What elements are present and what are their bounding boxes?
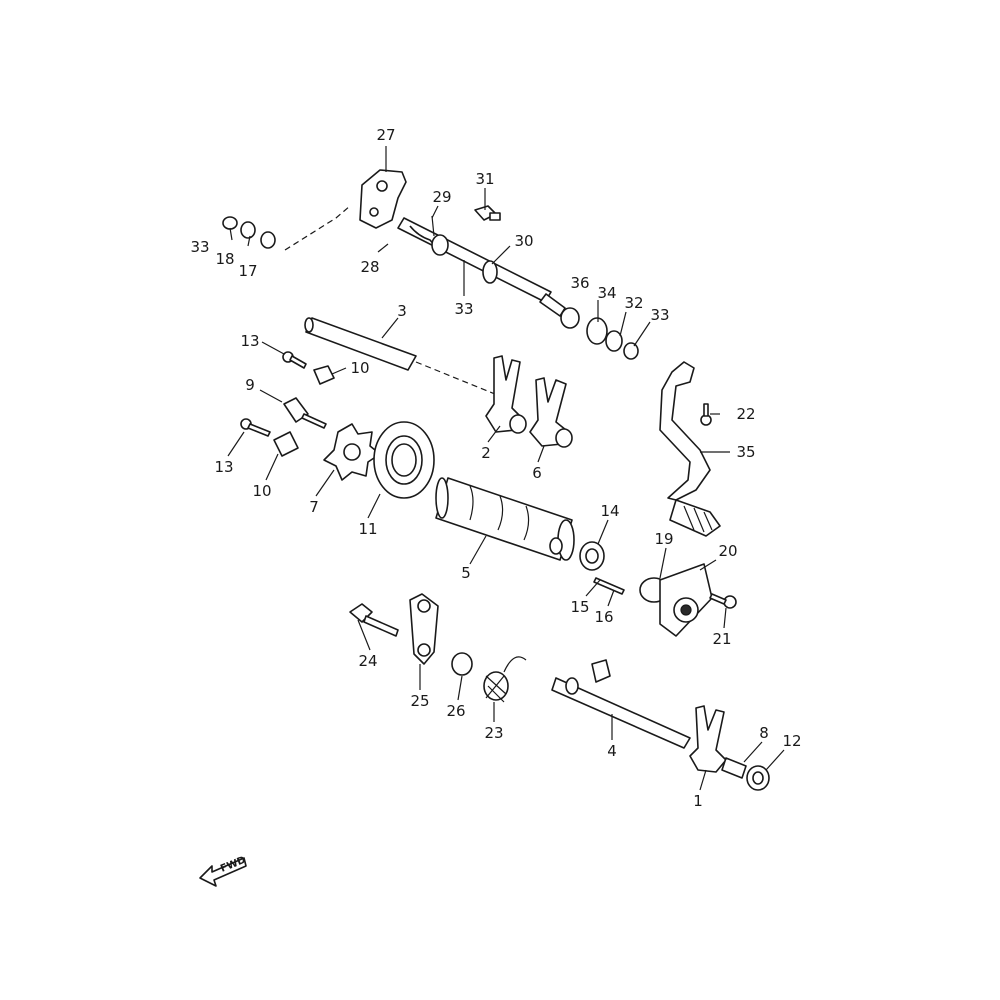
callout-6: 6 — [532, 464, 542, 482]
callout-1: 1 — [693, 792, 703, 810]
callout-10-lower: 10 — [252, 482, 271, 500]
part-shift-fork-1 — [689, 705, 727, 773]
callout-30: 30 — [514, 232, 533, 250]
part-shift-fork-6 — [529, 377, 573, 448]
callout-31: 31 — [475, 170, 494, 188]
part-fork-shaft — [304, 317, 417, 371]
callout-13-lower: 13 — [214, 458, 233, 476]
part-shift-shaft — [397, 217, 552, 303]
callout-11: 11 — [358, 520, 377, 538]
part-washer-12 — [746, 765, 770, 791]
part-bolt-22 — [700, 403, 712, 426]
leader-dashed-forks — [415, 361, 501, 397]
part-screw-13-upper — [282, 351, 307, 369]
callout-21: 21 — [712, 630, 731, 648]
callout-26: 26 — [446, 702, 465, 720]
part-bolt-21 — [709, 593, 737, 609]
callout-7: 7 — [309, 498, 319, 516]
callout-33-right: 33 — [650, 306, 669, 324]
callout-13-upper: 13 — [240, 332, 259, 350]
part-pin-15-16 — [593, 577, 625, 595]
callout-33-mid: 33 — [454, 300, 473, 318]
part-bolt-24 — [349, 603, 399, 637]
part-cover-20 — [659, 563, 713, 637]
callout-18: 18 — [215, 250, 234, 268]
part-shift-pedal-35 — [659, 361, 721, 537]
forward-arrow-icon: FWD — [199, 855, 247, 887]
part-spring-8 — [721, 757, 747, 779]
part-collar — [482, 260, 498, 284]
part-bolt-31 — [474, 205, 501, 221]
callout-15: 15 — [570, 598, 589, 616]
callout-5: 5 — [461, 564, 471, 582]
part-star-cam-7 — [323, 423, 381, 481]
callout-24: 24 — [358, 652, 377, 670]
part-shift-drum-5 — [435, 477, 575, 561]
part-pin — [431, 215, 435, 237]
part-shift-shaft-4 — [551, 659, 691, 749]
callout-12: 12 — [782, 732, 801, 750]
part-pin-9 — [283, 397, 327, 429]
callout-3: 3 — [397, 302, 407, 320]
callout-9: 9 — [245, 376, 255, 394]
callout-labels: 27 31 29 30 33 18 17 28 33 36 34 32 33 3… — [190, 126, 801, 810]
callout-29: 29 — [432, 188, 451, 206]
callout-34: 34 — [597, 284, 616, 302]
callout-14: 14 — [600, 502, 619, 520]
callout-10-upper: 10 — [350, 359, 369, 377]
part-spring-end — [539, 293, 566, 317]
callout-17: 17 — [238, 262, 257, 280]
callout-27: 27 — [376, 126, 395, 144]
part-shift-lever-arm — [359, 169, 407, 229]
part-needle-bearing-14 — [579, 541, 605, 571]
leader-dashed-lever — [284, 205, 351, 251]
callout-36: 36 — [570, 274, 589, 292]
callout-19: 19 — [654, 530, 673, 548]
part-plate-10-lower — [273, 431, 299, 457]
callout-32: 32 — [624, 294, 643, 312]
callout-35: 35 — [736, 443, 755, 461]
callout-22: 22 — [736, 405, 755, 423]
part-plate-10-upper — [313, 365, 335, 385]
callout-2: 2 — [481, 444, 491, 462]
part-washer-26 — [451, 652, 473, 676]
part-stopper-arm-25 — [409, 593, 439, 665]
part-spring-23 — [483, 656, 527, 703]
callout-20: 20 — [718, 542, 737, 560]
leader-lines — [227, 146, 785, 791]
callout-33-left: 33 — [190, 238, 209, 256]
part-shift-fork-2 — [485, 355, 527, 434]
callout-23: 23 — [484, 724, 503, 742]
part-screw-13-lower — [240, 418, 271, 437]
callout-25: 25 — [410, 692, 429, 710]
callout-4: 4 — [607, 742, 617, 760]
callout-28: 28 — [360, 258, 379, 276]
part-washers-right — [560, 307, 639, 360]
callout-8: 8 — [759, 724, 769, 742]
callout-16: 16 — [594, 608, 613, 626]
part-bearing-11 — [373, 421, 435, 499]
part-rings-left — [222, 216, 276, 249]
